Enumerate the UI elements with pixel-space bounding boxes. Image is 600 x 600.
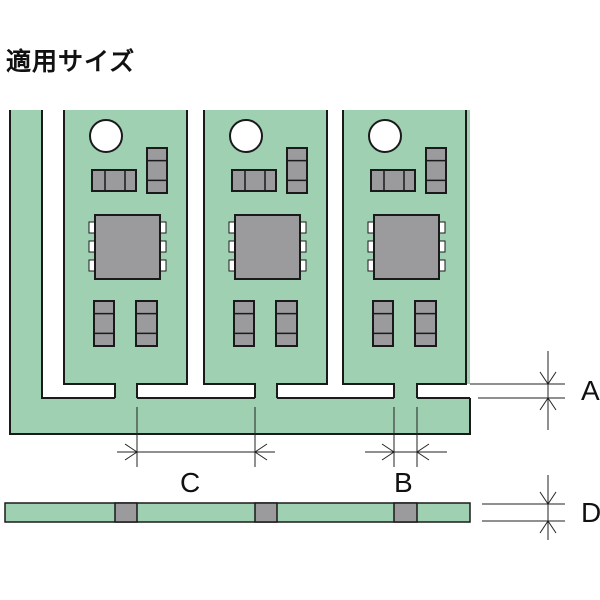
chip-resistor	[91, 169, 137, 192]
board-outline	[342, 110, 395, 398]
slot	[187, 108, 204, 388]
dimension-lines	[117, 351, 565, 540]
arrow-icon	[547, 491, 557, 505]
page-title: 適用サイズ	[6, 47, 136, 76]
board	[63, 110, 255, 402]
breakaway-tab	[255, 380, 277, 402]
side-view-tab	[393, 502, 418, 523]
board-outline	[416, 110, 467, 398]
mounting-hole	[89, 119, 123, 153]
dimension-label-a: A	[581, 375, 600, 406]
board-outline	[203, 110, 256, 398]
chip-resistor	[231, 169, 277, 192]
board-outline	[136, 110, 188, 398]
chip-resistor	[286, 147, 308, 194]
arrow-icon	[124, 451, 138, 461]
arrow-icon	[124, 443, 138, 453]
mounting-hole	[229, 119, 263, 153]
ic-chip	[94, 214, 161, 280]
arrow-icon	[539, 397, 549, 411]
arrow-icon	[539, 520, 549, 534]
chip-resistor	[372, 300, 394, 347]
arrow-icon	[381, 443, 395, 453]
boards	[63, 110, 470, 402]
arrow-icon	[547, 520, 557, 534]
arrow-icon	[547, 397, 557, 411]
dimension-label-b: B	[394, 467, 413, 498]
ic-chip	[373, 214, 440, 280]
board-outline	[276, 110, 328, 398]
chip-resistor	[414, 300, 437, 347]
chip-resistor	[370, 169, 416, 192]
chip-resistor	[146, 147, 168, 194]
chip-resistor	[93, 300, 115, 347]
ic-chip	[234, 214, 301, 280]
board	[203, 110, 394, 402]
mounting-hole	[368, 119, 402, 153]
arrow-icon	[547, 371, 557, 385]
arrow-icon	[416, 451, 430, 461]
breakaway-tab	[115, 380, 137, 402]
board-outline	[63, 110, 116, 398]
arrow-icon	[539, 371, 549, 385]
dimension-label-d: D	[581, 497, 600, 528]
arrow-icon	[254, 443, 268, 453]
slot	[327, 108, 343, 388]
chip-resistor	[135, 300, 158, 347]
arrow-icon	[539, 491, 549, 505]
arrow-icon	[254, 451, 268, 461]
slot	[42, 108, 64, 398]
chip-resistor	[275, 300, 298, 347]
breakaway-tab	[394, 380, 417, 402]
chip-resistor	[233, 300, 255, 347]
frame-outline	[9, 110, 471, 435]
side-view-tab	[114, 502, 138, 523]
board	[342, 110, 470, 402]
frame-outline	[41, 110, 115, 399]
side-view-tab	[254, 502, 278, 523]
arrow-icon	[416, 443, 430, 453]
arrow-icon	[381, 451, 395, 461]
chip-resistor	[425, 147, 447, 194]
dimension-label-c: C	[180, 467, 200, 498]
